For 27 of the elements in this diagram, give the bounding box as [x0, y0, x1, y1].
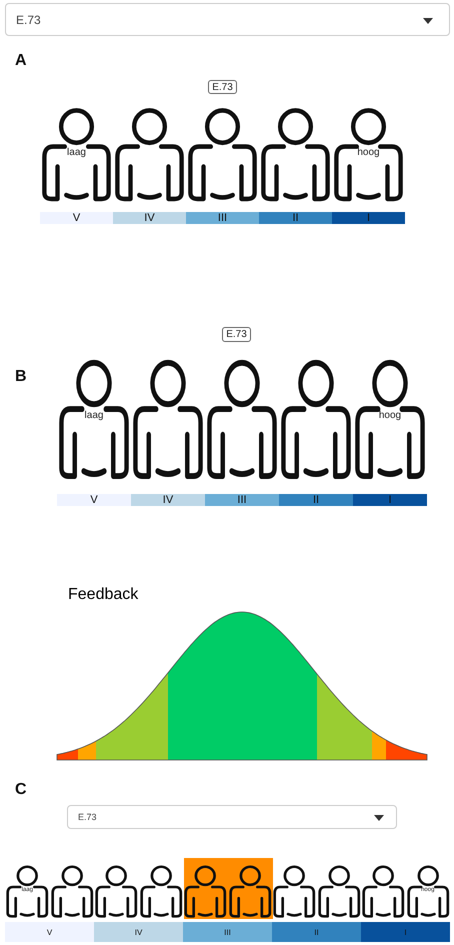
person-label: laag	[66, 147, 87, 158]
scale-segment: V	[5, 922, 94, 942]
scale-segment: IV	[131, 494, 205, 506]
scale-segment: IV	[94, 922, 183, 942]
scale-segment: V	[40, 212, 113, 224]
value-badge: E.73	[208, 80, 237, 94]
scale-segment: I	[353, 494, 427, 506]
scale-segment: II	[259, 212, 332, 224]
scale-segment: V	[57, 494, 131, 506]
person-label: hoog	[378, 410, 402, 421]
scale-segment: II	[279, 494, 353, 506]
section-letter: C	[15, 781, 27, 799]
dropdown-select: E.73	[5, 3, 450, 36]
chart-title: Feedback	[68, 586, 138, 604]
section-letter: B	[15, 368, 27, 386]
value-badge: E.73	[222, 327, 251, 342]
person-label: hoog	[356, 147, 381, 158]
scale-segment: III	[183, 922, 272, 942]
scale-segment: IV	[113, 212, 186, 224]
scale-segment: III	[205, 494, 279, 506]
scale-segment: I	[361, 922, 450, 942]
person-label: laag	[84, 410, 104, 421]
scale-segment: II	[272, 922, 361, 942]
section-letter: A	[15, 52, 27, 70]
scale-segment: I	[332, 212, 405, 224]
dropdown-select: E.73	[67, 805, 397, 829]
scale-segment: III	[186, 212, 259, 224]
